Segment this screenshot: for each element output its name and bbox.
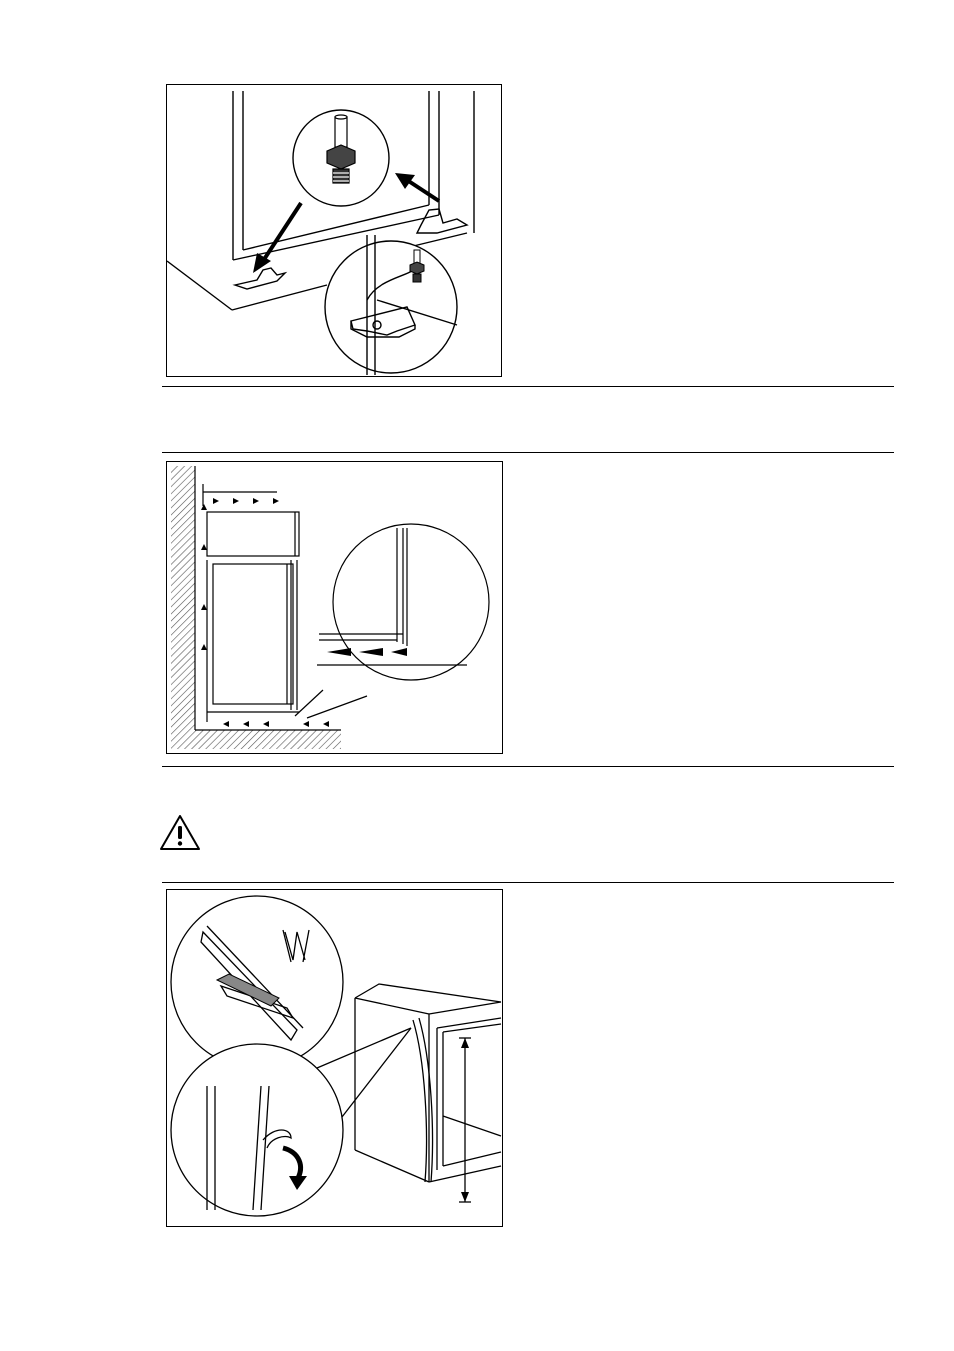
warning-triangle-icon bbox=[158, 813, 202, 853]
ventilation-illustration bbox=[167, 462, 502, 753]
section-divider bbox=[162, 766, 894, 767]
seal-strip-illustration bbox=[167, 890, 502, 1226]
foot-mounting-illustration bbox=[167, 85, 501, 376]
section-divider bbox=[162, 386, 894, 387]
figure-door-foot-mounting bbox=[166, 84, 502, 377]
figure-ventilation-clearance bbox=[166, 461, 503, 754]
section-divider bbox=[162, 452, 894, 453]
section-divider bbox=[162, 882, 894, 883]
figure-seal-strip-cutting bbox=[166, 889, 503, 1227]
